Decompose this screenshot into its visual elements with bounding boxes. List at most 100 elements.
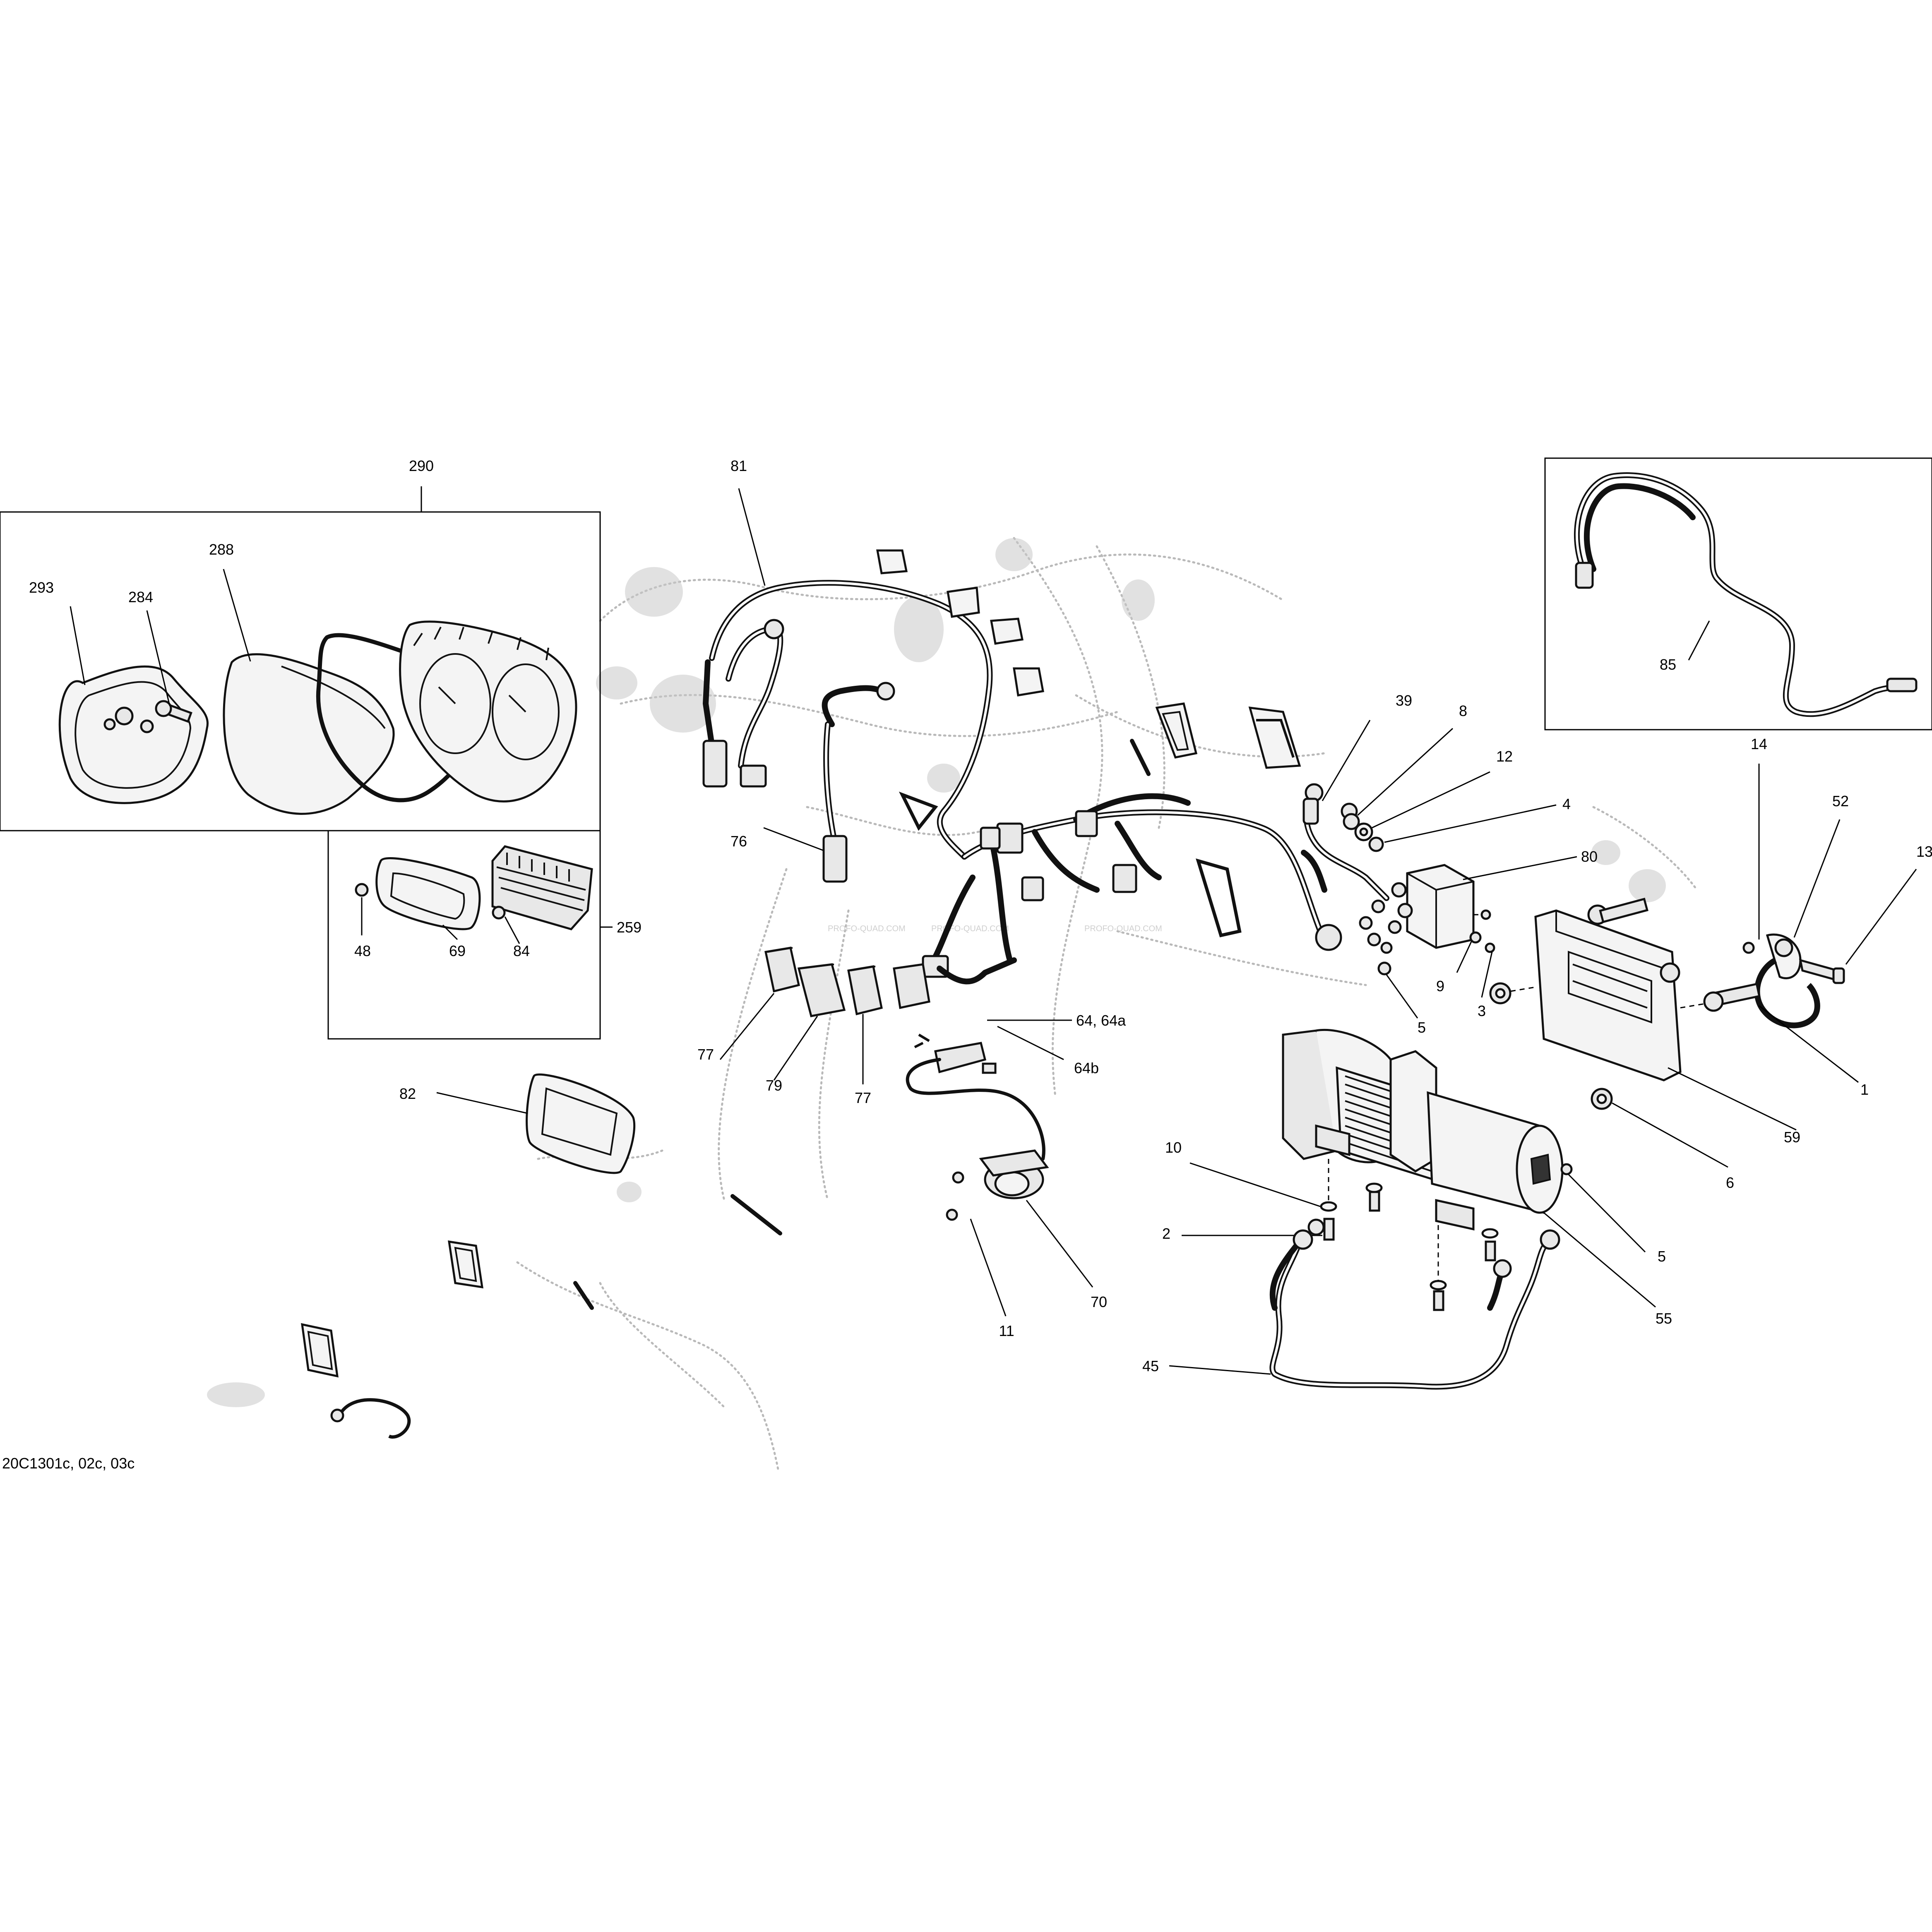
connector: [740, 764, 767, 788]
ecu-subassembly-frame: [327, 830, 601, 1040]
callout-59: 59: [1784, 1129, 1800, 1146]
callout-2: 2: [1162, 1225, 1170, 1242]
callout-4: 4: [1562, 795, 1571, 812]
sensor-connector: [934, 1042, 987, 1074]
ecu-subassembly-group: 259 48 69 84: [327, 830, 642, 1040]
callout-6: 6: [1726, 1174, 1734, 1191]
callout-14: 14: [1751, 735, 1767, 752]
callout-284: 284: [128, 589, 153, 606]
background-vehicle-ghost: [207, 537, 1698, 1471]
callout-3: 3: [1478, 1002, 1486, 1019]
winch-assembly: 5 55 10 2: [1162, 1029, 1672, 1327]
callout-69: 69: [449, 942, 466, 959]
watermark: PROFO-QUAD.COM: [1084, 924, 1162, 933]
winch-hook-group: 14 52 13: [1742, 735, 1932, 1028]
callout-64b: 64b: [1074, 1060, 1099, 1077]
callout-1: 1: [1860, 1081, 1869, 1098]
callout-80: 80: [1581, 848, 1598, 865]
gauge-assembly-group: 290 293 284 288: [0, 457, 601, 831]
callout-79: 79: [766, 1077, 782, 1094]
callout-77: 77: [697, 1046, 714, 1063]
callout-11: 11: [999, 1322, 1014, 1339]
harness-clips: [876, 549, 1301, 937]
winch-power-cables: 45: [1142, 1218, 1560, 1390]
ecu-cover: [375, 857, 481, 930]
diagram-code: 20C1301c, 02c, 03c: [2, 1455, 135, 1472]
gauge-bezel: [58, 665, 209, 804]
callout-10: 10: [1165, 1139, 1182, 1156]
relay: [797, 963, 846, 1017]
winch-contactor: [1406, 864, 1475, 949]
connector: [822, 835, 848, 883]
winch-mount-bolt: [1323, 1218, 1335, 1241]
sensor-screw: [946, 1209, 958, 1221]
callout-12: 12: [1496, 748, 1513, 765]
connector: [996, 822, 1024, 854]
main-wiring-harness: 81 76: [702, 457, 1342, 985]
callout-5: 5: [1658, 1248, 1666, 1265]
ecu-module: [491, 845, 593, 930]
bolt: [1560, 1163, 1573, 1175]
fairlead-group: 59 1 6: [1489, 897, 1869, 1191]
bezel-knob: [115, 706, 134, 726]
winch-cable-frame: [1544, 457, 1932, 731]
nut: [1368, 836, 1384, 852]
relays: 77 79 77: [697, 947, 930, 1106]
display-unit: 82: [399, 1073, 636, 1174]
nut: [355, 883, 369, 897]
clip-bracket: [448, 1240, 483, 1288]
callout-288: 288: [209, 541, 234, 558]
callout-52: 52: [1832, 793, 1849, 810]
relay: [764, 947, 800, 993]
gauge-housing: [399, 620, 577, 803]
cable-tie: [338, 1398, 411, 1439]
callout-293: 293: [29, 579, 54, 596]
roller-fairlead: [1534, 909, 1682, 1081]
watermark: PROFO-QUAD.COM: [931, 924, 1009, 933]
callout-76: 76: [731, 833, 747, 850]
callout-45: 45: [1142, 1358, 1159, 1375]
connector: [1021, 876, 1044, 901]
callout-290: 290: [409, 457, 434, 474]
bolt: [1485, 942, 1495, 953]
callout-82: 82: [399, 1085, 416, 1102]
callout-85: 85: [1660, 656, 1676, 673]
ring-terminal: [1315, 924, 1342, 951]
nut: [1377, 961, 1391, 976]
callout-70: 70: [1091, 1293, 1107, 1310]
nut: [1343, 813, 1360, 830]
cable-end: [1575, 562, 1594, 589]
hook-pin-clip: [1742, 942, 1755, 954]
callout-81: 81: [731, 457, 747, 474]
callout-48: 48: [354, 942, 371, 959]
callout-39: 39: [1396, 692, 1412, 709]
winch-cable-group: 85: [1544, 457, 1932, 731]
callout-64-64a: 64, 64a: [1076, 1012, 1126, 1029]
ring-terminal: [1293, 1229, 1313, 1250]
callout-5: 5: [1418, 1019, 1426, 1036]
callout-8: 8: [1459, 702, 1467, 719]
connector: [1075, 810, 1098, 837]
winch-contactor-group: 39 8 12 4 80 9 3 5: [1302, 692, 1598, 1036]
callout-13: 13: [1916, 843, 1932, 860]
loose-clips: [301, 1194, 782, 1439]
cable-end: [1886, 678, 1918, 692]
connector: [1112, 864, 1137, 893]
cable-strap: [731, 1194, 782, 1235]
connector: [980, 827, 1001, 850]
callout-9: 9: [1436, 978, 1444, 995]
ring-terminal: [1540, 1229, 1560, 1250]
callout-259: 259: [617, 919, 642, 936]
relay: [847, 965, 883, 1016]
watermark: PROFO-QUAD.COM: [828, 924, 906, 933]
callout-55: 55: [1656, 1310, 1672, 1327]
connector: [702, 740, 728, 788]
relay: [893, 963, 930, 1009]
callout-77: 77: [855, 1089, 871, 1106]
washer: [1320, 1201, 1337, 1212]
sensor-assembly: 64, 64a 64b 70 11: [906, 1012, 1126, 1339]
gauge-assembly-frame: [0, 511, 601, 831]
callout-84: 84: [513, 942, 530, 959]
washer: [1469, 931, 1482, 944]
